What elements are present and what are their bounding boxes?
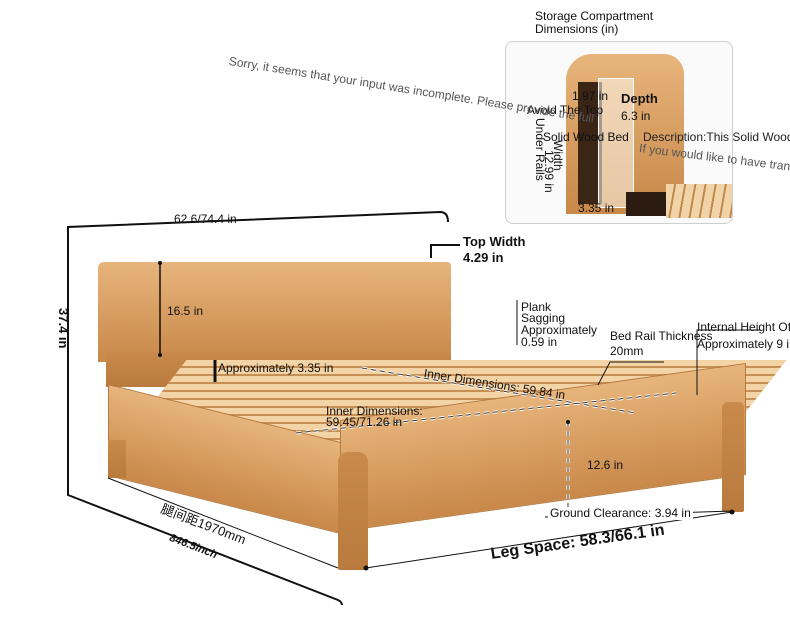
inset-slats: [666, 184, 732, 218]
internal-height-label: Internal Height Of: [697, 320, 790, 334]
bed-rail-label: Bed Rail Thickness: [610, 329, 713, 343]
side-height-label: 12.6 in: [587, 458, 624, 472]
top-width-value: 4.29 in: [463, 250, 504, 265]
inset-compartment-highlight: [598, 78, 634, 208]
internal-height-value: Approximately 9 i: [697, 337, 790, 351]
plank-sag-line1: Plank: [521, 300, 552, 314]
storage-inset-panel: [505, 41, 733, 224]
total-height-label: 37.4 in: [56, 308, 71, 349]
inset-depth-label: Depth: [621, 91, 658, 106]
leg-front-right: [722, 402, 744, 512]
plank-sag-line3: Approximately: [521, 323, 598, 337]
leg-back-left: [108, 440, 126, 478]
inset-bottom-dim: 3.35 in: [578, 201, 615, 215]
inset-solid-wood-text: Solid Wood Bed: [543, 130, 629, 144]
total-width-label: 62.6/74.4 in: [174, 212, 237, 226]
inset-depth-value: 6.3 in: [621, 109, 651, 123]
leg-front-left: [338, 452, 368, 570]
plank-sag-line4: 0.59 in: [521, 335, 558, 349]
inset-title-line1: Storage Compartment: [535, 9, 654, 23]
headboard-height-label: 16.5 in: [167, 304, 204, 318]
inner-width-line1: Inner Dimensions:: [326, 404, 423, 418]
top-width-label: Top Width: [463, 234, 526, 249]
gap-label: Approximately 3.35 in: [218, 361, 334, 375]
inset-title-line2: Dimensions (in): [535, 22, 619, 36]
inset-top-dim: 1.97 in: [572, 89, 609, 103]
headboard: [98, 262, 451, 362]
bed-rail-value: 20mm: [610, 344, 644, 358]
plank-sag-line2: Sagging: [521, 311, 566, 325]
ground-clearance-label: Ground Clearance: 3.94 in: [548, 506, 693, 520]
inner-width-line2: 59.45/71.26 in: [326, 415, 403, 429]
inset-avoid-text: Avoid The Top: [527, 103, 604, 117]
watermark-line2: Description:This Solid Wood Bed: [643, 130, 790, 144]
